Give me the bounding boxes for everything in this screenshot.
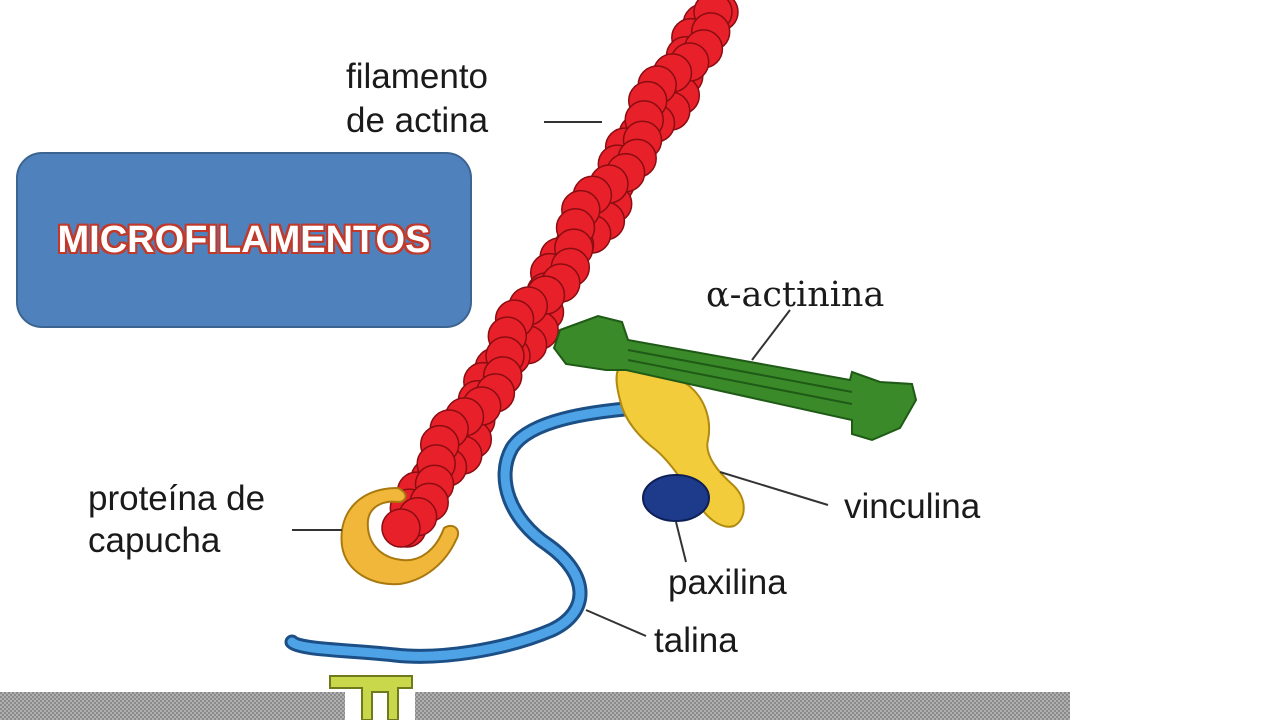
paxillin-protein (642, 474, 710, 522)
label-proteina-line1: proteína de (88, 479, 265, 518)
label-filamento-line1: filamento (346, 57, 488, 96)
leader-alpha-actinina (751, 309, 791, 361)
leader-vinculina (719, 471, 829, 506)
label-proteina-line2: capucha (88, 521, 221, 560)
page-title: MICROFILAMENTOS (57, 218, 431, 261)
label-vinculina: vinculina (844, 487, 981, 526)
actin-filament (381, 0, 739, 548)
leader-lines (292, 121, 829, 637)
label-talina: talina (654, 621, 738, 660)
integrin-receptor (329, 675, 413, 720)
cell-membrane (0, 692, 1070, 720)
label-filamento-line2: de actina (346, 101, 489, 140)
vinculin-protein (615, 362, 745, 528)
alpha-actinin-protein (552, 314, 918, 442)
leader-talina (585, 609, 647, 637)
title-box: MICROFILAMENTOS (16, 152, 472, 328)
actin-monomer (381, 508, 421, 548)
capping-protein (340, 486, 460, 586)
label-paxilina: paxilina (668, 563, 787, 602)
talin-protein (284, 400, 644, 664)
leader-paxilina (675, 521, 687, 563)
label-alpha-actinina: α-actinina (706, 275, 884, 315)
